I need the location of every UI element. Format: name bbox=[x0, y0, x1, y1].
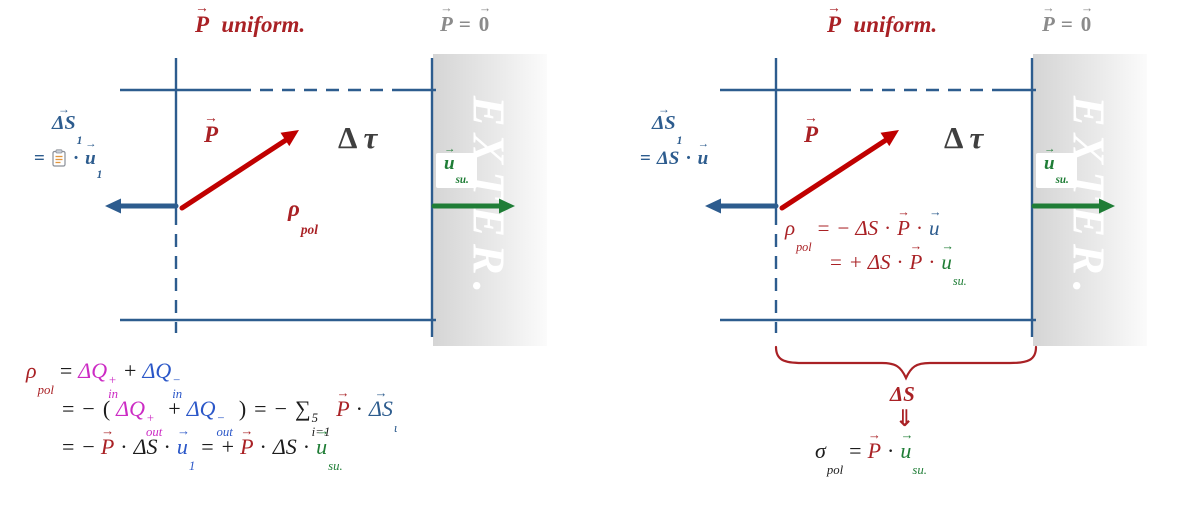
label-ds1-equation: = ·u1 bbox=[30, 139, 104, 181]
equation-rho-line3: =−P·ΔS·u1=+P·ΔS·usu. bbox=[58, 424, 345, 474]
label-u-su: usu. bbox=[1036, 144, 1077, 189]
implies-down-arrow: ⇓ bbox=[895, 406, 915, 432]
label-p-zero: P=0 bbox=[1040, 2, 1095, 36]
equation-rho-inline2: =+ΔS·P·usu. bbox=[826, 240, 969, 288]
ds1-eq-rhs: ·u1 bbox=[69, 139, 104, 180]
label-ds1: ΔS1 bbox=[50, 103, 84, 147]
label-p-zero: P=0 bbox=[438, 2, 493, 36]
polarization-arrow bbox=[179, 137, 289, 211]
label-p-vector: P bbox=[202, 111, 220, 148]
outward-unit-arrowhead bbox=[499, 198, 515, 214]
diagram-geometry bbox=[105, 58, 515, 337]
delta-s-brace bbox=[774, 345, 1038, 381]
diagram-geometry bbox=[705, 58, 1115, 381]
label-delta-s-brace: ΔS bbox=[890, 382, 915, 406]
surface-normal-arrowhead bbox=[105, 198, 121, 214]
label-u-su: usu. bbox=[436, 144, 477, 189]
label-p-uniform: Puniform. bbox=[193, 1, 307, 38]
panel-left: EXTER. Puniform. P=0 ΔS1 =·u1 P bbox=[0, 0, 600, 506]
label-ds1-equation: =ΔS·u bbox=[636, 139, 710, 170]
exterior-region bbox=[433, 54, 547, 346]
label-p-uniform: Puniform. bbox=[825, 1, 939, 38]
exterior-region bbox=[1033, 54, 1147, 346]
outward-unit-arrowhead bbox=[1099, 198, 1115, 214]
polarization-arrow bbox=[779, 137, 889, 211]
polarization-arrowhead bbox=[280, 130, 299, 147]
label-ds1: ΔS1 bbox=[650, 103, 684, 147]
polarization-arrowhead bbox=[880, 130, 899, 147]
clipboard-icon bbox=[51, 149, 67, 173]
label-p-vector: P bbox=[802, 111, 820, 148]
ds1-eq-lhs: = bbox=[34, 148, 45, 169]
panel-right: EXTER. Puniform. P=0 ΔS1 =ΔS·u P Δτ usu.… bbox=[600, 0, 1200, 506]
surface-normal-arrowhead bbox=[705, 198, 721, 214]
equation-rho-line2: =−(ΔQ+out+ΔQ−out)=−∑5i=1P·ΔSι bbox=[58, 386, 399, 439]
